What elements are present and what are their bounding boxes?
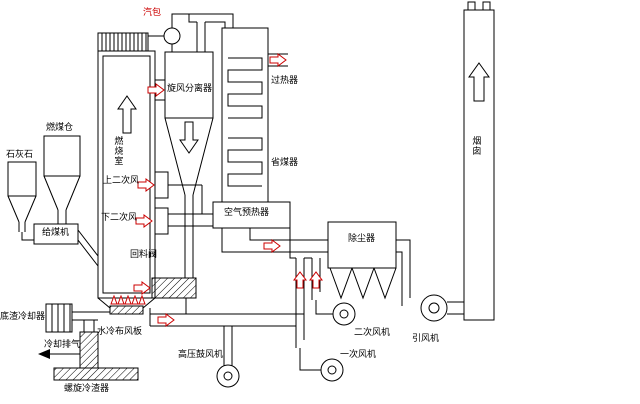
cyclone-separator — [164, 51, 214, 278]
dust-outlet-duct — [396, 239, 464, 315]
water-cooled-grid-plate — [109, 305, 144, 315]
coal-feeder-box — [33, 223, 79, 245]
label-chimney: 烟囱 — [470, 136, 481, 156]
steam-piping — [148, 13, 234, 52]
label-coal-bunker: 燃煤仓 — [46, 123, 74, 133]
screw-slag-cooler-bar — [53, 367, 139, 381]
cyclone-inlet-duct — [155, 79, 165, 101]
hp-blower-fan — [216, 364, 240, 388]
label-limestone: 石灰石 — [6, 150, 34, 160]
bottom-ash-cooler-coil — [45, 303, 73, 333]
label-id-fan: 引风机 — [412, 334, 440, 344]
label-furnace: 燃烧室 — [112, 136, 123, 166]
backpass — [221, 27, 269, 203]
windbox-upper — [154, 171, 169, 199]
secondary-air-fan — [332, 302, 356, 326]
label-primary-fan: 一次风机 — [340, 350, 377, 360]
cooling-exhaust-arrow — [38, 349, 80, 359]
label-cyclone: 旋风分离器 — [167, 84, 213, 94]
steam-drum — [163, 27, 181, 45]
primary-air-fan — [320, 358, 344, 382]
air-preheater-box — [212, 201, 291, 229]
flue-to-esp-arrow — [263, 239, 281, 253]
cyclone-down-arrow — [179, 121, 199, 154]
flue-duct — [221, 228, 328, 253]
label-loop-seal: 回料阀 — [130, 250, 158, 260]
bottom-ash-piping — [72, 311, 110, 332]
dust-collector-hoppers — [329, 267, 397, 300]
id-fan — [420, 294, 448, 322]
windbox-lower — [154, 207, 169, 235]
limestone-silo — [7, 161, 37, 241]
label-hp-blower: 高压鼓风机 — [178, 350, 224, 360]
loop-seal — [151, 277, 197, 314]
coal-feed-chute — [77, 229, 99, 267]
label-cooling-exhaust: 冷却排气 — [44, 340, 81, 350]
label-water-cooled-grid: 水冷布风板 — [97, 327, 143, 337]
label-air-preheater: 空气预热器 — [224, 208, 270, 218]
economizer-coil — [227, 137, 263, 187]
label-superheater: 过热器 — [271, 76, 299, 86]
label-lower-secondary-air: 下二次风 — [101, 213, 138, 223]
label-screw-slag-cooler: 螺旋冷渣器 — [64, 384, 110, 394]
bottom-air-duct — [149, 308, 304, 366]
furnace-vessel — [97, 32, 169, 315]
superheater-coil — [227, 57, 263, 119]
chimney-up-arrow — [468, 62, 490, 102]
label-steam-drum: 汽包 — [143, 8, 162, 18]
bottom-duct-arrow — [157, 313, 175, 327]
label-economizer: 省煤器 — [271, 158, 299, 168]
label-bottom-ash-cooler: 底渣冷却器 — [0, 312, 46, 322]
coal-bunker-silo — [43, 135, 81, 224]
dust-collector-body — [327, 221, 397, 300]
label-secondary-fan: 二次风机 — [354, 328, 391, 338]
label-coal-feeder: 给煤机 — [42, 228, 70, 238]
furnace-up-arrow — [117, 95, 137, 134]
label-upper-secondary-air: 上二次风 — [103, 176, 140, 186]
label-dust-collector: 除尘器 — [348, 234, 376, 244]
chimney-stack — [463, 1, 495, 321]
cooling-column — [79, 331, 99, 369]
flue-exit-arrow — [269, 53, 287, 67]
